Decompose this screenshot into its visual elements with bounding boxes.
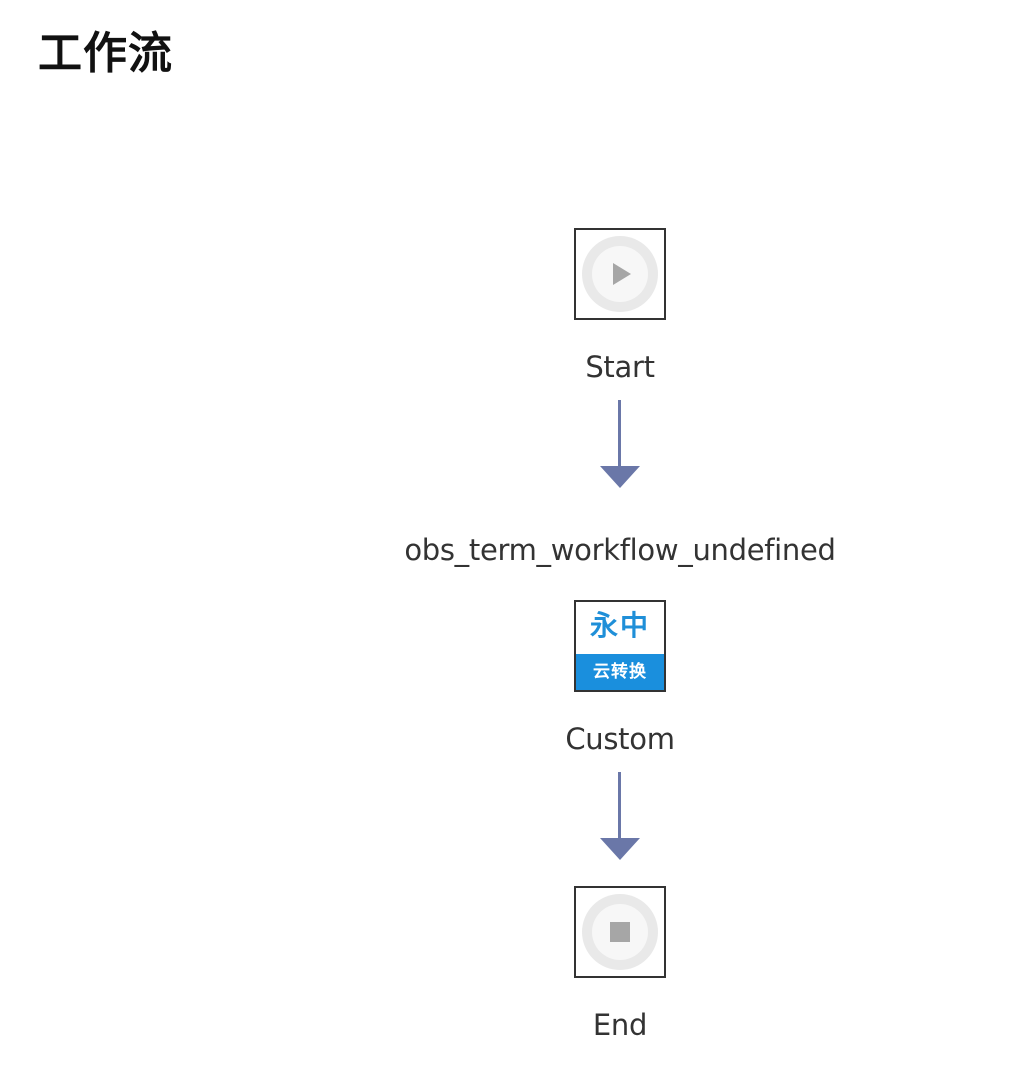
arrow-down-icon	[600, 466, 640, 488]
start-node[interactable]	[574, 228, 666, 320]
end-ring	[582, 894, 658, 970]
custom-node[interactable]: 永中 云转换	[574, 600, 666, 692]
custom-logo-band: 云转换	[576, 654, 664, 690]
arrow-down-icon	[600, 838, 640, 860]
play-icon	[613, 263, 631, 285]
connector-custom-end	[618, 772, 621, 838]
start-ring	[582, 236, 658, 312]
custom-label: Custom	[565, 722, 675, 756]
stop-icon	[610, 922, 630, 942]
page-title: 工作流	[38, 28, 173, 79]
end-label: End	[592, 1008, 648, 1042]
custom-logo-icon: 永中	[589, 609, 650, 642]
custom-node-caption: obs_term_workflow_undefined	[404, 533, 836, 567]
end-node[interactable]	[574, 886, 666, 978]
start-label: Start	[585, 350, 655, 384]
connector-start-custom	[618, 400, 621, 466]
